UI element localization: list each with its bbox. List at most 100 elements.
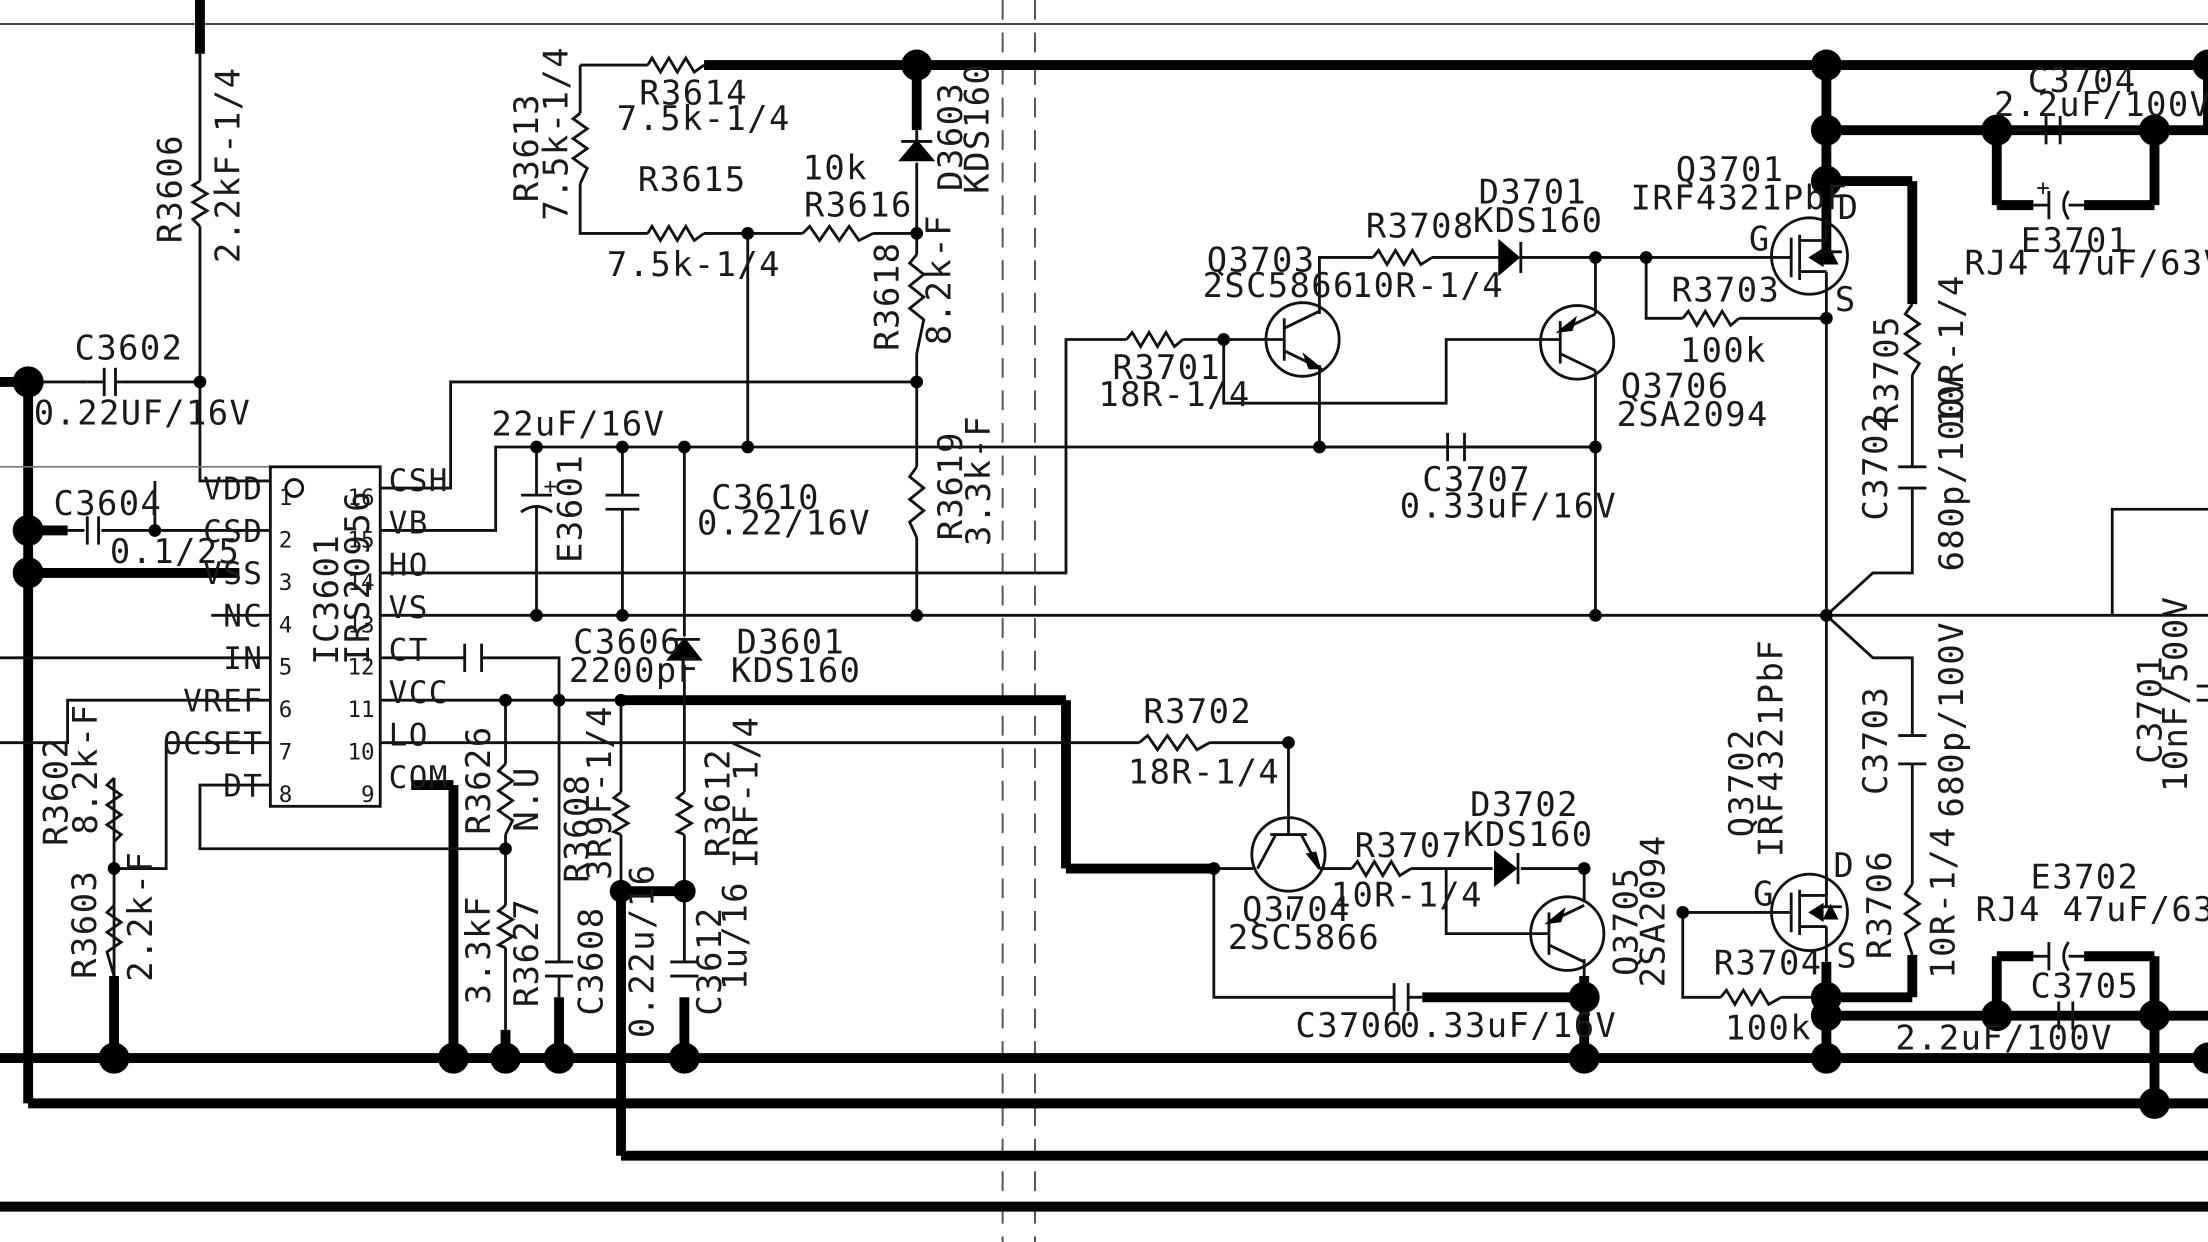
r3615-value: 7.5k-1/4	[607, 245, 781, 284]
ic-pin-name-com: COM	[389, 760, 449, 796]
c3706-ref: C3706	[1296, 1006, 1405, 1045]
ic-pin-name-vb: VB	[389, 505, 429, 541]
q3704-symbol	[1250, 816, 1327, 893]
r3706-value: 10R-1/4	[1924, 826, 1963, 979]
ic-pin-name-ocset: OCSET	[163, 726, 263, 762]
ic-pin-number-2: 2	[279, 527, 293, 553]
q3701-pin-s: S	[1835, 280, 1857, 319]
r3627-symbol	[495, 904, 516, 950]
c3705-value: 2.2uF/100V	[1895, 1019, 2112, 1058]
c3702-symbol	[1898, 465, 1927, 490]
r3704-ref: R3704	[1714, 944, 1823, 983]
r3608-symbol	[610, 791, 631, 836]
r3703-symbol	[1681, 308, 1740, 329]
ic-pin-name-vcc: VCC	[389, 675, 449, 711]
c3612-symbol	[670, 960, 699, 978]
d3701-ref: D3701	[1479, 173, 1588, 212]
svg-text:+: +	[2036, 175, 2050, 201]
ic-pin-number-10: 10	[347, 740, 374, 766]
ic-pin-name-dt: DT	[223, 768, 263, 804]
q3706-value: 2SA2094	[1617, 395, 1769, 434]
c3610-ref: C3610	[711, 478, 820, 517]
ic-pin-name-csh: CSH	[389, 463, 449, 499]
q3706-ref: Q3706	[1621, 366, 1730, 405]
ic-pin-number-15: 15	[347, 527, 374, 553]
ic-pin-number-7: 7	[279, 740, 293, 766]
ic-pin-number-4: 4	[279, 612, 293, 638]
r3613-ref: R3613	[507, 93, 546, 202]
c3701-symbol	[2196, 684, 2208, 702]
transistor-symbols	[1250, 216, 1849, 972]
r3708-symbol	[1371, 247, 1433, 268]
r3707-symbol	[1350, 858, 1412, 879]
r3608-value: 3R9F-1/4	[580, 705, 619, 880]
e3701-symbol: +	[2033, 175, 2085, 221]
r3707-ref: R3707	[1355, 826, 1464, 865]
c3706-value: 0.33uF/16V	[1400, 1006, 1617, 1045]
junction-dots	[12, 49, 2208, 1119]
c3705-symbol	[2057, 1001, 2075, 1030]
ic-pin-name-ho: HO	[389, 548, 429, 584]
c3707-ref: C3707	[1422, 460, 1531, 499]
ic-pin-number-13: 13	[347, 612, 374, 638]
d3603-value: KDS160	[958, 63, 997, 194]
r3626-symbol	[496, 762, 516, 836]
e3701-ref: E3701	[2021, 221, 2130, 260]
r3606-value: 2.2kF-1/4	[208, 66, 247, 263]
q3704-value: 2SC5866	[1228, 918, 1380, 957]
r3705-ref: R3705	[1867, 315, 1906, 424]
q3701-ref: Q3701	[1676, 150, 1785, 189]
r3701-symbol	[1125, 329, 1184, 350]
ic-pin-number-8: 8	[279, 782, 293, 808]
ic-pin-name-ct: CT	[389, 633, 429, 669]
c3707-value: 0.33uF/16V	[1400, 487, 1617, 526]
c3703-symbol	[1898, 734, 1927, 766]
d3603-symbol	[898, 139, 936, 162]
c3704-value: 2.2uF/100V	[1994, 85, 2208, 124]
c3705-ref: C3705	[2031, 966, 2140, 1005]
ic-pin-name-vs: VS	[389, 590, 429, 626]
q3702-ref: Q3702	[1722, 728, 1761, 837]
r3618-symbol	[907, 253, 927, 354]
pin1-mark	[284, 478, 305, 498]
r3615-symbol	[646, 223, 705, 244]
q3702-symbol	[1770, 872, 1849, 953]
c3704-ref: C3704	[2028, 61, 2137, 100]
d3701-symbol	[1498, 238, 1523, 277]
ic-pin-number-3: 3	[279, 570, 293, 596]
ic-pin-name-vss: VSS	[203, 556, 263, 592]
r3613-value: 7.5k-1/4	[537, 46, 576, 221]
cap-22u-value: 22uF/16V	[491, 405, 665, 444]
r3705-value: 10R-1/4	[1932, 274, 1971, 427]
r3627-ref: R3627	[507, 898, 546, 1007]
r3602-symbol	[104, 777, 124, 843]
c3606-ref: C3606	[573, 622, 682, 661]
r3708-value: 10R-1/4	[1352, 266, 1504, 305]
c3602-ref: C3602	[75, 328, 184, 367]
d3702-value: KDS160	[1463, 815, 1593, 854]
r3603-ref: R3603	[65, 870, 104, 979]
ic-pin-number-11: 11	[347, 697, 374, 723]
r3616-value: 10k	[803, 149, 868, 188]
ic-pin-name-lo: LO	[389, 717, 429, 753]
r3707-value: 10R-1/4	[1331, 876, 1483, 915]
r3603-symbol	[104, 904, 124, 977]
r3618-value: 8.2k-F	[920, 214, 959, 345]
r3606-symbol	[190, 179, 210, 228]
ic-pin-name-vref: VREF	[183, 683, 263, 719]
q3702-pin-g: G	[1753, 874, 1775, 913]
r3702-symbol	[1138, 733, 1211, 753]
r3701-ref: R3701	[1112, 348, 1221, 387]
ic-pin-number-12: 12	[347, 655, 374, 681]
r3705-symbol	[1902, 303, 1922, 376]
c3604-ref: C3604	[54, 484, 163, 523]
r3614-value: 7.5k-1/4	[617, 99, 791, 138]
r3703-ref: R3703	[1671, 270, 1780, 309]
e3702-ref: E3702	[2031, 857, 2140, 896]
q3702-value: IRF4321PbF	[1752, 639, 1791, 857]
c3608-ref: C3608	[572, 906, 611, 1015]
